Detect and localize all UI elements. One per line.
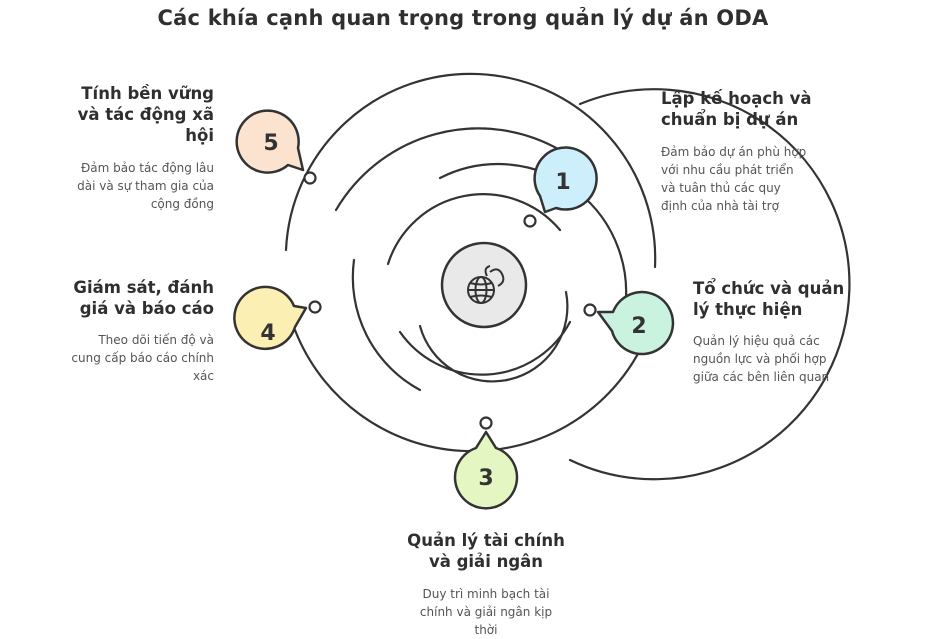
- center-hub: [440, 241, 528, 329]
- node-title-5: Tính bền vững và tác động xã hội: [77, 84, 214, 145]
- node-number-3: 3: [478, 466, 493, 491]
- node-title-2: Tổ chức và quản lý thực hiện: [693, 279, 845, 319]
- globe-icon: [467, 265, 505, 304]
- node-bubble-1: 1: [533, 146, 598, 214]
- connector-dot-3: [479, 416, 493, 430]
- orbit-arc: [386, 193, 562, 266]
- node-title-4: Giám sát, đánh giá và báo cáo: [73, 278, 214, 318]
- connector-dot-1: [523, 214, 537, 228]
- node-number-5: 5: [263, 131, 278, 156]
- orbit-arc: [284, 72, 657, 269]
- connector-dot-2: [583, 303, 597, 317]
- node-number-4: 4: [260, 321, 275, 346]
- orbit-arc: [334, 127, 562, 212]
- connector-dot-4: [308, 300, 322, 314]
- node-bubble-2: 2: [596, 290, 675, 356]
- node-bubble-4: 4: [233, 285, 308, 351]
- node-title-1: Lập kế hoạch và chuẩn bị dự án: [661, 89, 812, 129]
- page-title: Các khía cạnh quan trọng trong quản lý d…: [157, 6, 769, 30]
- node-desc-1: Đảm bảo dự án phù hợp với nhu cầu phát t…: [661, 145, 807, 213]
- orbit-arc: [418, 290, 569, 383]
- node-title-3: Quản lý tài chính và giải ngân: [407, 531, 565, 571]
- orbit-arc: [351, 258, 422, 392]
- node-bubble-3: 3: [453, 430, 519, 510]
- node-bubble-5: 5: [235, 109, 305, 174]
- node-number-2: 2: [631, 314, 646, 339]
- node-number-1: 1: [555, 170, 570, 195]
- node-desc-3: Duy trì minh bạch tài chính và giải ngân…: [419, 587, 553, 637]
- connector-dot-5: [303, 171, 317, 185]
- orbit-arc: [293, 328, 642, 453]
- node-desc-5: Đảm bảo tác động lâu dài và sự tham gia …: [77, 161, 214, 211]
- node-desc-2: Quản lý hiệu quả các nguồn lực và phối h…: [693, 334, 830, 384]
- node-desc-4: Theo dõi tiến độ và cung cấp báo cáo chí…: [71, 333, 214, 383]
- orbit-arc: [398, 320, 572, 376]
- orbit-arc: [568, 88, 851, 481]
